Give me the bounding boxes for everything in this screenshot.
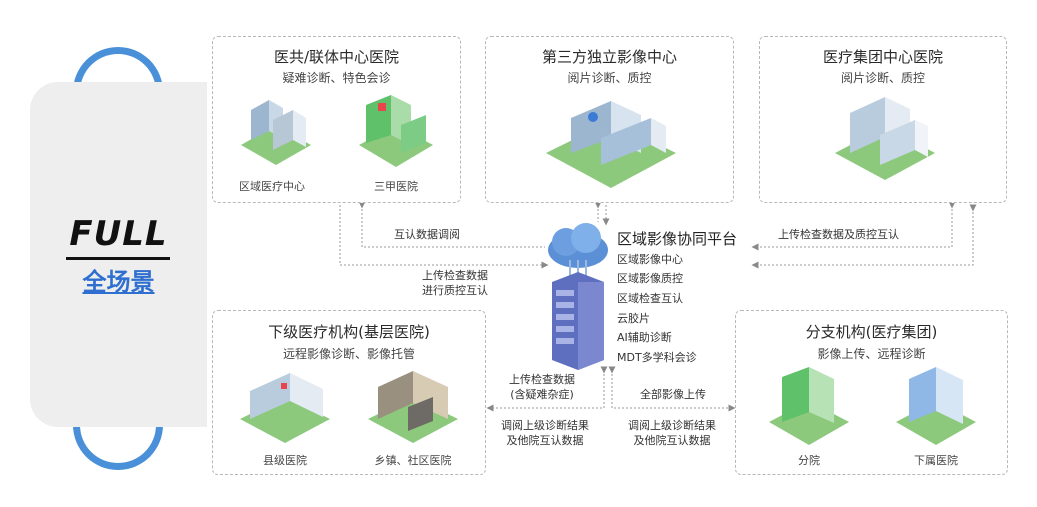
panel-title: 下级医疗机构(基层医院) (268, 323, 430, 341)
platform-feature: 云胶片 (617, 312, 650, 325)
label-upload-difficult: 上传检查数据 (含疑难杂症) (509, 373, 575, 401)
label-upload-qc: 上传检查数据 进行质控互认 (422, 269, 488, 297)
label-upload-qc-right: 上传检查数据及质控互认 (778, 228, 899, 241)
building-illustration (769, 367, 849, 445)
panel-title: 分支机构(医疗集团) (805, 323, 938, 341)
platform-feature: 区域检查互认 (617, 292, 683, 305)
platform-feature: MDT多学科会诊 (617, 351, 697, 364)
building-illustration (241, 100, 311, 165)
banner-underline (66, 257, 170, 260)
platform-feature: 区域影像中心 (617, 253, 683, 266)
panel-subtitle: 影像上传、远程诊断 (817, 347, 926, 361)
caption-county-hospital: 县级医院 (263, 454, 307, 467)
banner-title: FULL (69, 214, 168, 254)
label-query-results-left: 调阅上级诊断结果 及他院互认数据 (501, 419, 589, 447)
panel-central-hospital: 医共/联体中心医院 疑难诊断、特色会诊 区域医疗中心 三甲医院 (212, 36, 461, 203)
banner-subtitle: 全场景 (82, 268, 155, 296)
panel-branch-institutions: 分支机构(医疗集团) 影像上传、远程诊断 分院 下属医院 (735, 310, 1008, 475)
panel-subtitle: 疑难诊断、特色会诊 (282, 71, 391, 85)
platform-feature: AI辅助诊断 (617, 331, 672, 344)
caption-subordinate-hospital: 下属医院 (914, 454, 958, 467)
caption-regional-center: 区域医疗中心 (239, 180, 305, 193)
panel-subtitle: 阅片诊断、质控 (840, 71, 925, 85)
panel-imaging-center: 第三方独立影像中心 阅片诊断、质控 (485, 36, 734, 203)
panel-title: 第三方独立影像中心 (541, 48, 677, 66)
platform-feature: 区域影像质控 (617, 272, 683, 285)
label-query-results-right: 调阅上级诊断结果 及他院互认数据 (628, 419, 716, 447)
panel-grassroots-hospital: 下级医疗机构(基层医院) 远程影像诊断、影像托管 县级医院 乡镇、社区医院 (212, 310, 486, 475)
building-illustration (240, 373, 330, 443)
building-illustration (896, 367, 976, 445)
cloud-server-icon (548, 223, 608, 370)
left-banner (30, 82, 207, 427)
caption-township-hospital: 乡镇、社区医院 (374, 454, 452, 467)
building-illustration (835, 97, 935, 180)
platform-title: 区域影像协同平台 (617, 230, 738, 248)
panel-title: 医共/联体中心医院 (273, 48, 400, 66)
caption-branch-hospital: 分院 (798, 454, 820, 467)
building-illustration (368, 371, 458, 443)
panel-title: 医疗集团中心医院 (822, 48, 943, 66)
panel-group-hospital: 医疗集团中心医院 阅片诊断、质控 (759, 36, 1007, 203)
building-illustration (359, 95, 433, 167)
panel-subtitle: 远程影像诊断、影像托管 (282, 347, 415, 361)
panel-subtitle: 阅片诊断、质控 (567, 71, 652, 85)
caption-tier3-hospital: 三甲医院 (374, 180, 418, 193)
label-all-upload: 全部影像上传 (640, 388, 706, 401)
label-mutual-query: 互认数据调阅 (394, 228, 460, 241)
building-illustration (546, 101, 676, 188)
